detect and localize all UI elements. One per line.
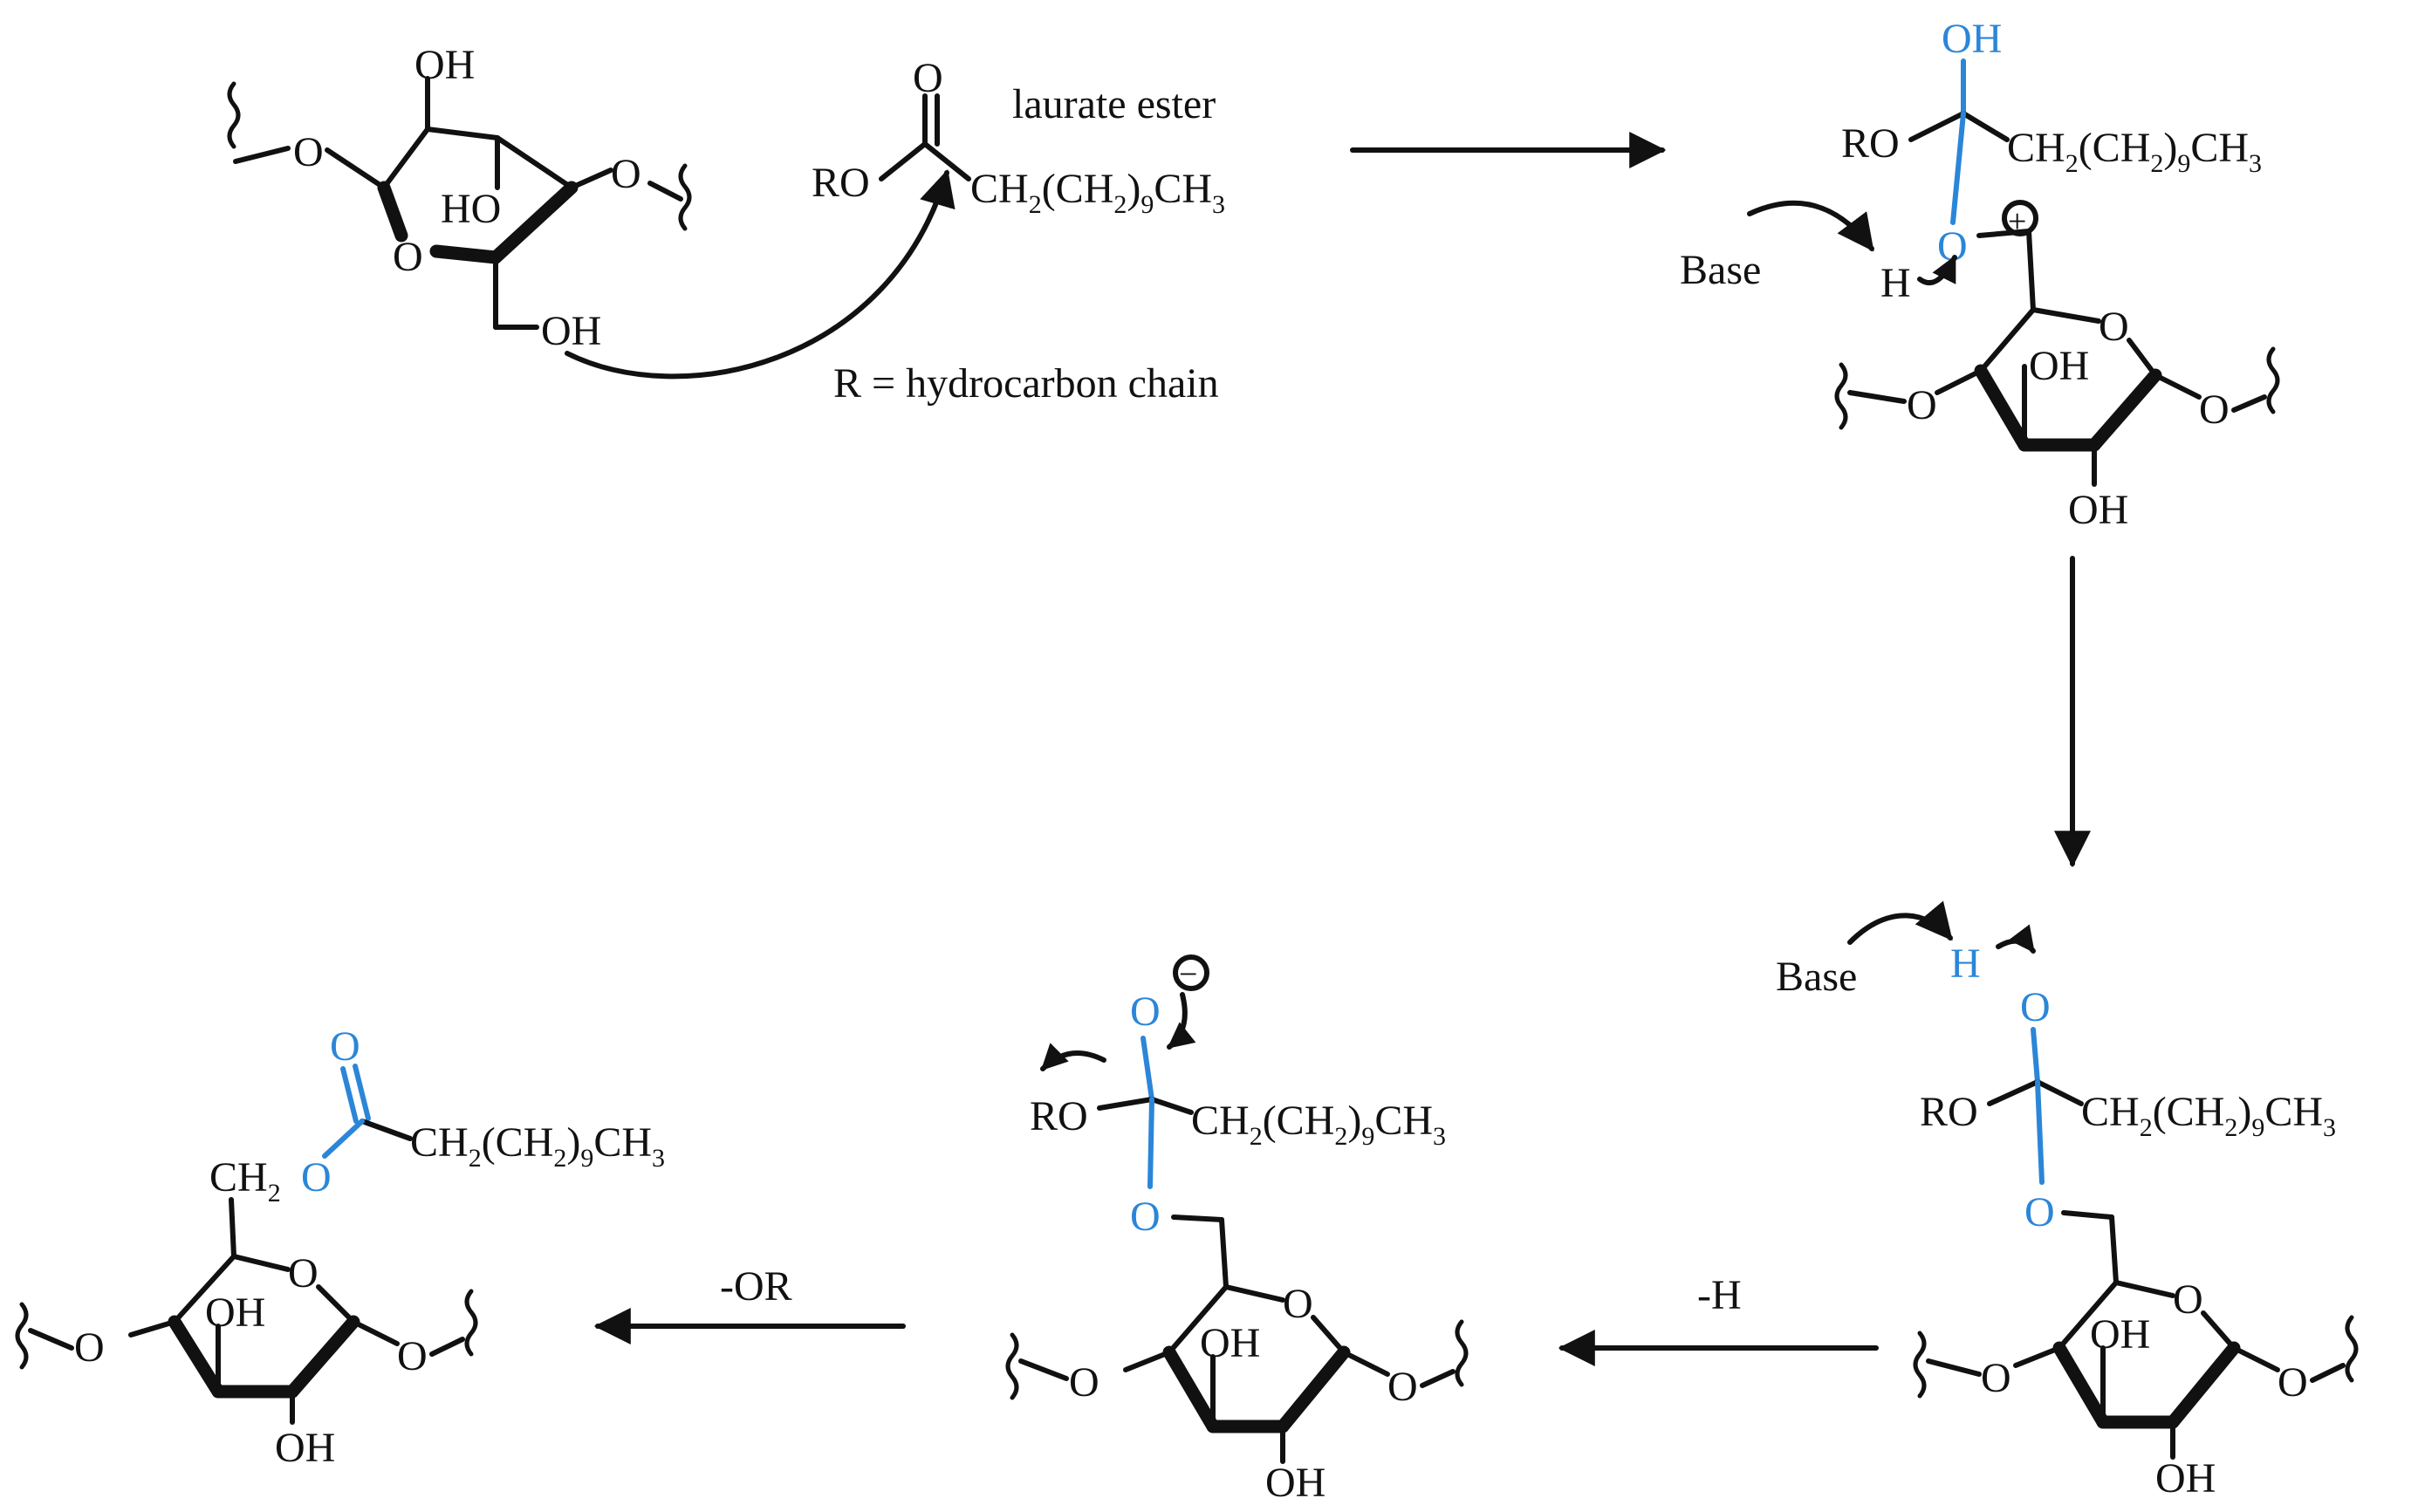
base-label-2: Base bbox=[1776, 954, 1857, 1000]
atom-ro: RO bbox=[1841, 120, 1900, 167]
atom-oh: OH bbox=[2029, 343, 2089, 389]
ring-oxygen: O bbox=[1283, 1281, 1313, 1327]
ring-oxygen: O bbox=[393, 234, 423, 280]
negative-charge-icon bbox=[1173, 954, 1209, 991]
acyl-chain: CH2(CH2)9CH3 bbox=[2081, 1089, 2336, 1142]
atom-o-blue: O bbox=[2020, 984, 2051, 1030]
atom-oh: OH bbox=[2090, 1311, 2150, 1358]
atom-o-blue: O bbox=[1130, 1194, 1161, 1240]
minus-or-label: -OR bbox=[720, 1263, 792, 1310]
acyl-chain: CH2(CH2)9CH3 bbox=[410, 1119, 665, 1173]
atom-oh-blue: OH bbox=[1942, 16, 2002, 62]
atom-oh: OH bbox=[414, 42, 475, 88]
laurate-ester: RO O CH2(CH2)9CH3 bbox=[812, 55, 1225, 219]
atom-o: O bbox=[2199, 387, 2230, 433]
atom-ro: RO bbox=[812, 160, 870, 206]
ring-oxygen: O bbox=[2099, 304, 2129, 350]
base-arrow-1 bbox=[1747, 200, 1874, 252]
tetrahedral-intermediate-protonated: OH RO CH2(CH2)9CH3 O + H O OH OH O O bbox=[1834, 16, 2280, 533]
atom-oh: OH bbox=[1265, 1460, 1325, 1506]
acyl-chain: CH2(CH2)9CH3 bbox=[1191, 1098, 1446, 1151]
carbonyl-oxygen: O bbox=[913, 55, 943, 101]
carbonyl-oxygen-blue: O bbox=[330, 1023, 360, 1070]
atom-h: H bbox=[1880, 260, 1911, 306]
ring-oxygen: O bbox=[2173, 1276, 2203, 1323]
glucose-laurate-product: O CH2(CH2)9CH3 CH2 O O OH OH O O bbox=[15, 1023, 665, 1471]
atom-o-blue: O bbox=[1130, 989, 1161, 1035]
atom-o: O bbox=[1069, 1359, 1099, 1406]
atom-ro: RO bbox=[1030, 1093, 1088, 1139]
atom-o: O bbox=[611, 151, 641, 197]
attack-arrow bbox=[565, 168, 956, 380]
atom-ho: HO bbox=[441, 186, 501, 232]
atom-o: O bbox=[1981, 1355, 2011, 1401]
atom-o: O bbox=[397, 1333, 428, 1379]
atom-ro: RO bbox=[1920, 1089, 1978, 1135]
atom-oh: OH bbox=[205, 1290, 265, 1336]
atom-oh: OH bbox=[2155, 1455, 2216, 1502]
ring-oxygen: O bbox=[288, 1250, 319, 1296]
atom-o: O bbox=[2278, 1359, 2308, 1406]
ch2-linker: CH2 bbox=[209, 1154, 281, 1208]
atom-o: O bbox=[293, 129, 324, 175]
atom-oh: OH bbox=[2068, 487, 2128, 533]
base-label-1: Base bbox=[1680, 247, 1761, 293]
atom-o: O bbox=[74, 1324, 105, 1371]
atom-h-blue: H bbox=[1950, 941, 1981, 987]
minus-h-label: -H bbox=[1697, 1272, 1742, 1318]
atom-oh: OH bbox=[1200, 1320, 1260, 1366]
alkoxide-intermediate: − O RO CH2(CH2)9CH3 O O OH OH O O bbox=[1005, 954, 1469, 1506]
atom-oh: OH bbox=[541, 308, 601, 354]
atom-o: O bbox=[1387, 1364, 1418, 1410]
glucose-unit-start: O O OH HO O OH bbox=[227, 42, 692, 354]
tetrahedral-intermediate-neutral: Base H O RO CH2(CH2)9CH3 O O OH OH O O bbox=[1776, 900, 2359, 1502]
atom-o-blue: O bbox=[2024, 1189, 2055, 1235]
ester-oxygen-blue: O bbox=[301, 1154, 332, 1201]
acyl-chain: CH2(CH2)9CH3 bbox=[2007, 125, 2262, 178]
acyl-chain: CH2(CH2)9CH3 bbox=[970, 166, 1225, 219]
atom-o: O bbox=[1907, 382, 1937, 428]
svg-text:−: − bbox=[1179, 956, 1197, 993]
laurate-ester-label: laurate ester bbox=[1012, 81, 1216, 127]
r-definition-label: R = hydrocarbon chain bbox=[833, 360, 1219, 407]
atom-oh: OH bbox=[275, 1425, 335, 1471]
